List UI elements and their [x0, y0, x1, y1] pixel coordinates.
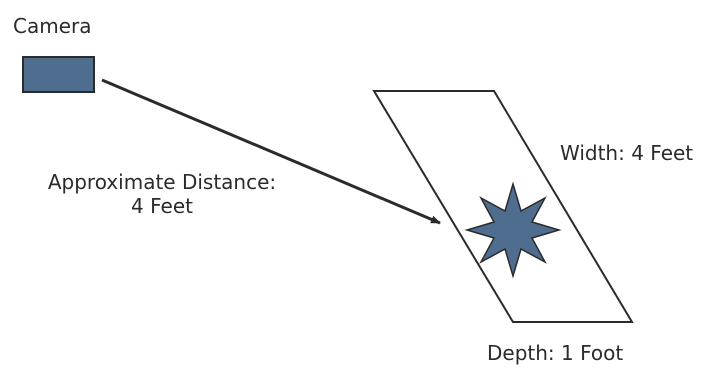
distance-label-line1: Approximate Distance:	[47, 170, 277, 194]
camera-label: Camera	[13, 14, 92, 38]
distance-label: Approximate Distance: 4 Feet	[14, 170, 310, 218]
capture-area	[372, 90, 634, 323]
distance-arrow	[101, 78, 441, 225]
star-burst-icon	[464, 181, 562, 279]
camera-icon	[22, 56, 95, 93]
width-label: Width: 4 Feet	[560, 141, 694, 165]
depth-label: Depth: 1 Foot	[487, 341, 624, 365]
distance-label-line2: 4 Feet	[131, 194, 193, 218]
